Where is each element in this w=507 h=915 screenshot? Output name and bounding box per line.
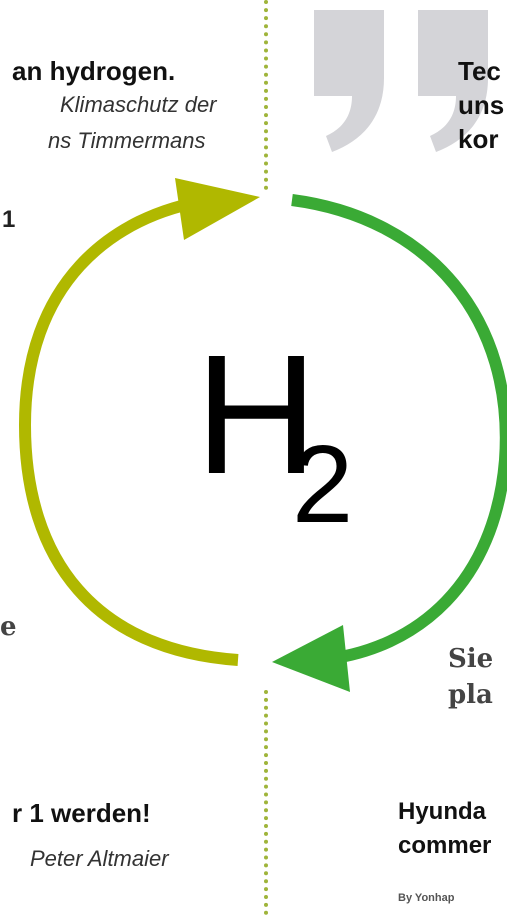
right-mid-fragment-line-1: Sie [448, 644, 494, 674]
right-quote-line-1: Tec [458, 56, 501, 86]
left-quote-headline: an hydrogen. [12, 56, 176, 86]
hydrogen-symbol: H [195, 330, 318, 500]
right-quote-line-3: kor [458, 124, 499, 154]
closing-quote-icon [314, 10, 488, 152]
article-title-line-1[interactable]: Hyunda [398, 798, 487, 825]
article-title-line-2[interactable]: commer [398, 832, 492, 859]
hydrogen-subscript: 2 [292, 423, 354, 546]
left-quote-line-1: Klimaschutz der [60, 92, 217, 117]
right-mid-fragment-line-2: pla [448, 680, 493, 710]
bottom-left-author: Peter Altmaier [30, 846, 169, 871]
divider-bottom [264, 690, 268, 915]
hydrogen-letter: H [195, 320, 318, 510]
left-quote-line-2: ns Timmermans [48, 128, 206, 153]
left-mid-fragment: e [0, 612, 17, 642]
article-byline: By Yonhap [398, 892, 455, 904]
divider-top [264, 0, 268, 190]
right-quote-line-2: uns [458, 90, 505, 120]
left-fragment-number: 1 [2, 206, 16, 233]
bottom-left-headline: r 1 werden! [12, 798, 151, 828]
